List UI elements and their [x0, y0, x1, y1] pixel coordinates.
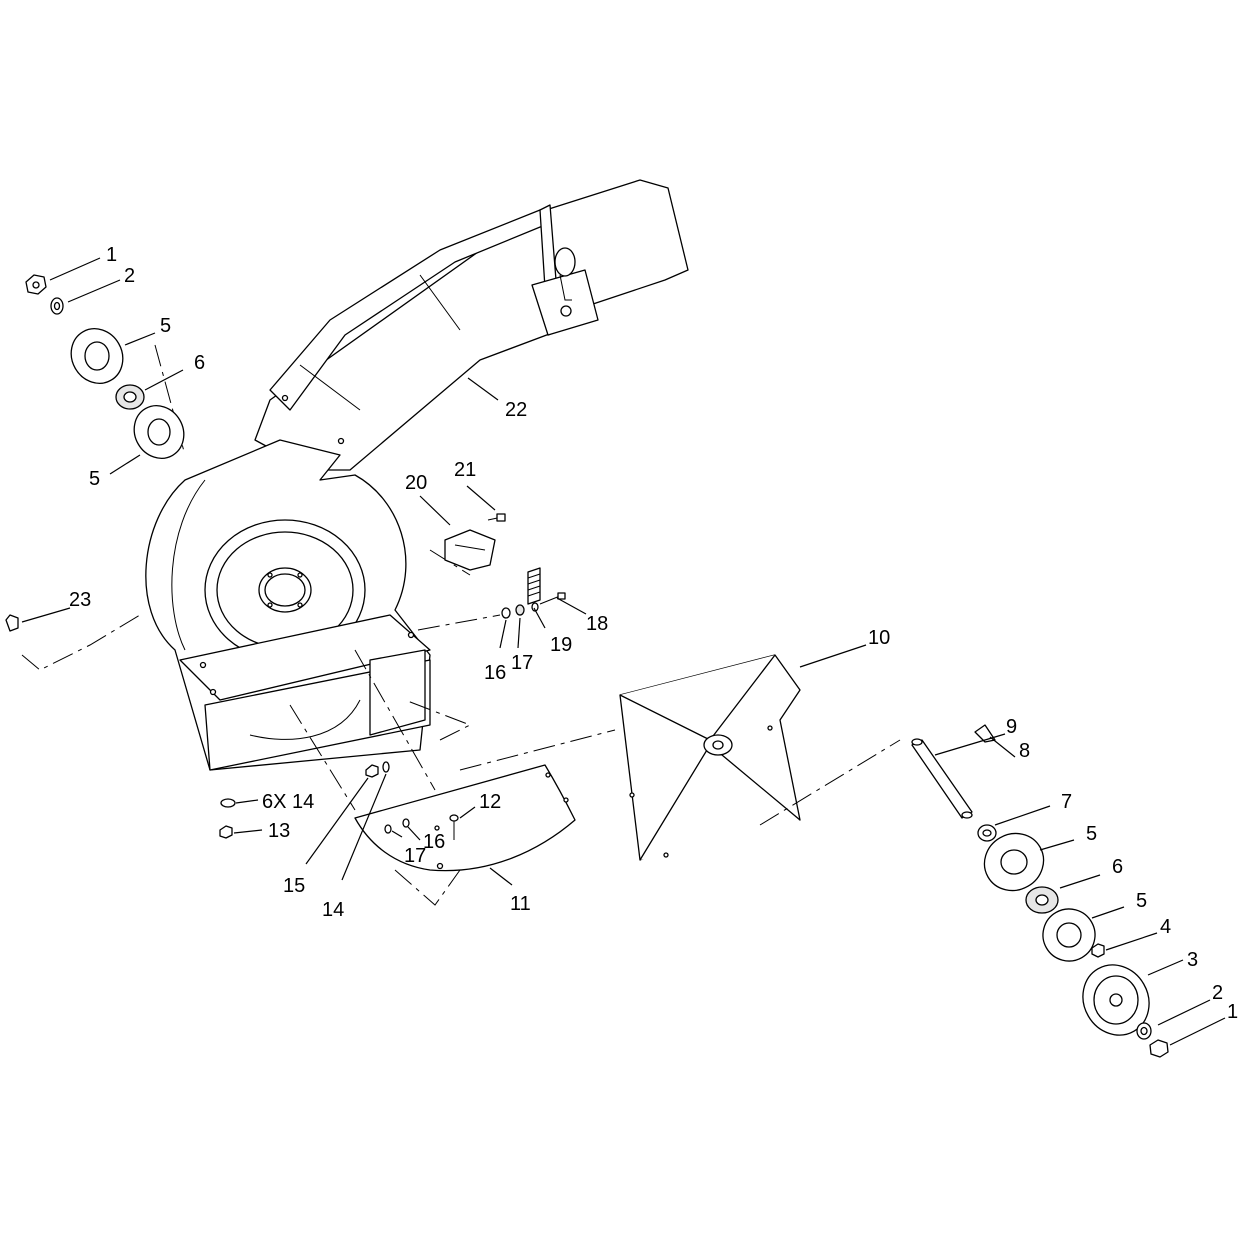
callout-16-lower: 16 — [423, 831, 445, 853]
callout-10: 10 — [868, 627, 890, 649]
callout-11: 11 — [510, 893, 531, 915]
callout-4: 4 — [1160, 916, 1171, 938]
callout-8: 8 — [1019, 740, 1030, 762]
blower-housing — [145, 439, 431, 771]
callout-7: 7 — [1061, 791, 1072, 813]
callout-19: 19 — [550, 634, 572, 656]
leader-lines — [21, 257, 1226, 1046]
callout-labels: 1 2 5 6 5 22 20 21 23 18 19 16 17 10 9 8… — [69, 244, 1238, 1023]
callout-2-top: 2 — [124, 265, 135, 287]
callout-16-upper: 16 — [484, 662, 506, 684]
callout-20: 20 — [405, 472, 427, 494]
callout-22: 22 — [505, 399, 527, 421]
callout-15: 15 — [283, 875, 305, 897]
callout-12: 12 — [479, 791, 501, 813]
callout-13: 13 — [268, 820, 290, 842]
callout-5-right-b: 5 — [1136, 890, 1147, 912]
impeller — [619, 654, 801, 861]
callout-5-left: 5 — [89, 468, 100, 490]
adjuster-hardware — [5, 513, 566, 632]
callout-17-upper: 17 — [511, 652, 533, 674]
right-shaft-stack — [911, 724, 1169, 1058]
discharge-chute — [254, 179, 689, 471]
callout-2-right: 2 — [1212, 982, 1223, 1004]
callout-1-right: 1 — [1227, 1001, 1238, 1023]
callout-6-right: 6 — [1112, 856, 1123, 878]
callout-3: 3 — [1187, 949, 1198, 971]
wear-plate — [354, 764, 576, 872]
callout-9: 9 — [1006, 716, 1017, 738]
lower-hardware — [219, 761, 459, 840]
callout-1-top: 1 — [106, 244, 117, 266]
callout-21: 21 — [454, 459, 476, 481]
assembly-centerlines — [21, 344, 901, 906]
left-bearing-stack — [25, 274, 185, 459]
callout-5-top: 5 — [160, 315, 171, 337]
callout-5-right-a: 5 — [1086, 823, 1097, 845]
callout-17-lower: 17 — [404, 845, 426, 867]
callout-14: 14 — [322, 899, 344, 921]
callout-18: 18 — [586, 613, 608, 635]
callout-23: 23 — [69, 589, 91, 611]
callout-6x14: 6X 14 — [262, 791, 314, 813]
callout-6-top: 6 — [194, 352, 205, 374]
